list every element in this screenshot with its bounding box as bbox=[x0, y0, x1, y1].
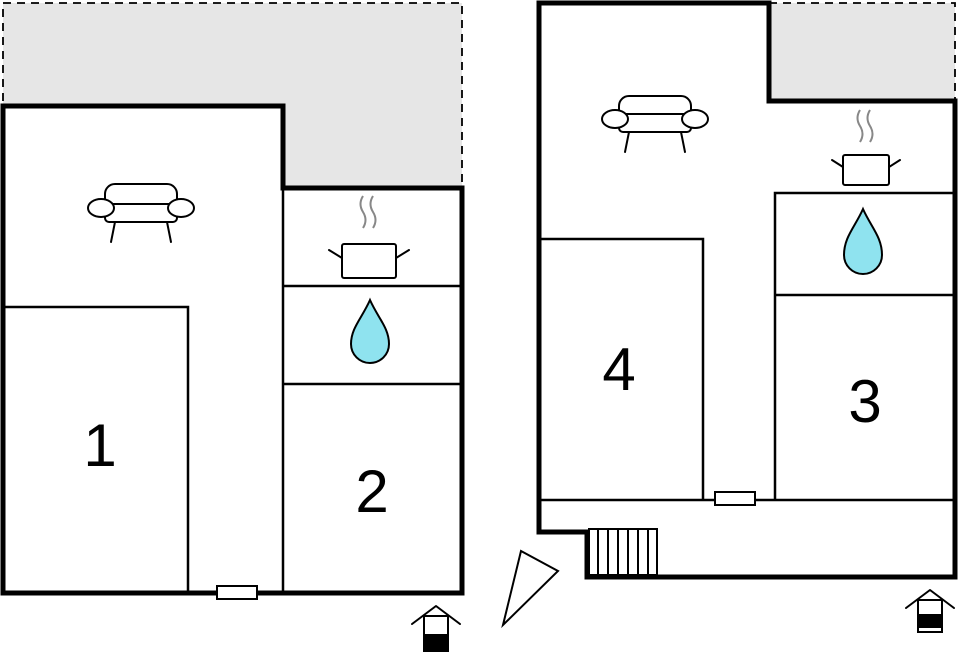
sofa-icon bbox=[601, 95, 709, 153]
cooking-pot-icon bbox=[831, 109, 901, 186]
room-3-label: 3 bbox=[848, 368, 881, 435]
entrance-icon bbox=[905, 589, 955, 633]
door-right bbox=[714, 491, 756, 506]
entrance-icon bbox=[411, 605, 461, 652]
right-column-wall bbox=[773, 191, 955, 500]
room-4-label: 4 bbox=[602, 336, 635, 403]
stairs-icon bbox=[588, 528, 658, 576]
door-left bbox=[216, 585, 258, 600]
outer-wall-right bbox=[536, 0, 958, 580]
room-4-wall bbox=[539, 237, 705, 500]
terrace-right bbox=[768, 2, 956, 102]
outer-wall-left bbox=[0, 103, 465, 596]
room-1-label: 1 bbox=[83, 412, 116, 479]
floor-left: 1 2 bbox=[0, 2, 465, 652]
water-drop-icon bbox=[349, 297, 391, 364]
room-1-wall bbox=[3, 305, 190, 593]
cooking-pot-icon bbox=[328, 195, 410, 279]
north-arrow-icon bbox=[501, 549, 560, 629]
room-2-label: 2 bbox=[355, 458, 388, 525]
floor-right: 4 3 bbox=[536, 0, 958, 633]
terrace-left bbox=[2, 2, 463, 189]
water-drop-icon bbox=[842, 206, 884, 275]
sofa-icon bbox=[87, 183, 195, 243]
